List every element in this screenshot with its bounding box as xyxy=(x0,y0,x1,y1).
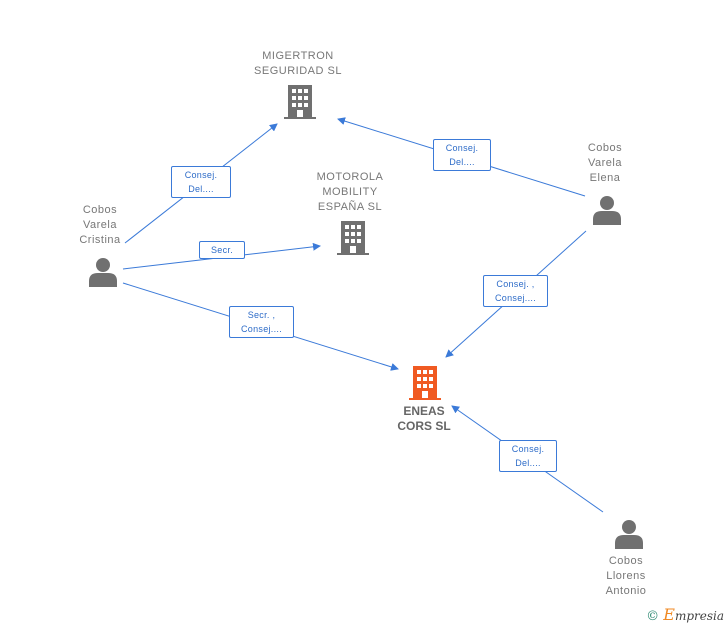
company-name-line: ENEAS xyxy=(403,404,445,418)
edge-label-line: Secr. , xyxy=(247,310,276,320)
company-name-line: ESPAÑA SL xyxy=(317,201,383,213)
person-name-line: Varela xyxy=(588,157,622,169)
brand-initial: E xyxy=(663,605,675,624)
edge-label-line: Consej. xyxy=(511,444,545,454)
brand-name: mpresia xyxy=(674,609,724,623)
person-name-line: Antonio xyxy=(605,585,647,597)
edge-label-cristina-eneas[interactable]: Secr. , Consej.... xyxy=(229,306,294,338)
brand-footer: © Empresia xyxy=(646,605,724,624)
edge-label-elena-migertron[interactable]: Consej. Del.... xyxy=(433,139,491,171)
edge-label-cristina-motorola[interactable]: Secr. xyxy=(199,241,245,259)
person-name-line: Cobos xyxy=(587,142,623,154)
company-name-line: CORS SL xyxy=(397,419,451,433)
edge-label-line: Del.... xyxy=(188,184,214,194)
edge-label-line: Del.... xyxy=(515,458,541,468)
building-icon[interactable] xyxy=(284,85,316,119)
edge-label-line: Consej. xyxy=(445,143,479,153)
person-name-line: Cristina xyxy=(79,234,121,246)
edge-label-cristina-migertron[interactable]: Consej. Del.... xyxy=(171,166,231,198)
person-icon[interactable] xyxy=(615,519,643,549)
person-label-antonio[interactable]: Cobos Llorens Antonio xyxy=(586,554,666,599)
building-main-icon[interactable] xyxy=(409,366,441,400)
person-icon[interactable] xyxy=(593,195,621,225)
company-name-line: MIGERTRON xyxy=(262,50,334,62)
person-icon[interactable] xyxy=(89,257,117,287)
edge-label-line: Consej.... xyxy=(240,324,283,334)
company-label-motorola[interactable]: MOTOROLA MOBILITY ESPAÑA SL xyxy=(300,170,400,215)
person-name-line: Cobos xyxy=(608,555,644,567)
edge-label-line: Consej. , xyxy=(496,279,535,289)
edge-label-antonio-eneas[interactable]: Consej. Del.... xyxy=(499,440,557,472)
company-name-line: MOBILITY xyxy=(322,186,378,198)
company-label-migertron[interactable]: MIGERTRON SEGURIDAD SL xyxy=(236,49,360,79)
company-name-line: SEGURIDAD SL xyxy=(254,65,342,77)
person-name-line: Cobos xyxy=(82,204,118,216)
person-name-line: Llorens xyxy=(606,570,646,582)
edge-label-line: Consej. xyxy=(184,170,218,180)
company-label-eneas[interactable]: ENEAS CORS SL xyxy=(372,404,476,434)
edge-label-line: Consej.... xyxy=(494,293,537,303)
person-name-line: Elena xyxy=(589,172,621,184)
person-name-line: Varela xyxy=(83,219,117,231)
edge-label-elena-eneas[interactable]: Consej. , Consej.... xyxy=(483,275,548,307)
person-label-elena[interactable]: Cobos Varela Elena xyxy=(565,141,645,186)
copyright-icon: © xyxy=(646,609,660,624)
edge-label-line: Secr. xyxy=(210,245,233,255)
person-label-cristina[interactable]: Cobos Varela Cristina xyxy=(60,203,140,248)
company-name-line: MOTOROLA xyxy=(316,171,384,183)
building-icon[interactable] xyxy=(337,221,369,255)
edge-label-line: Del.... xyxy=(449,157,475,167)
